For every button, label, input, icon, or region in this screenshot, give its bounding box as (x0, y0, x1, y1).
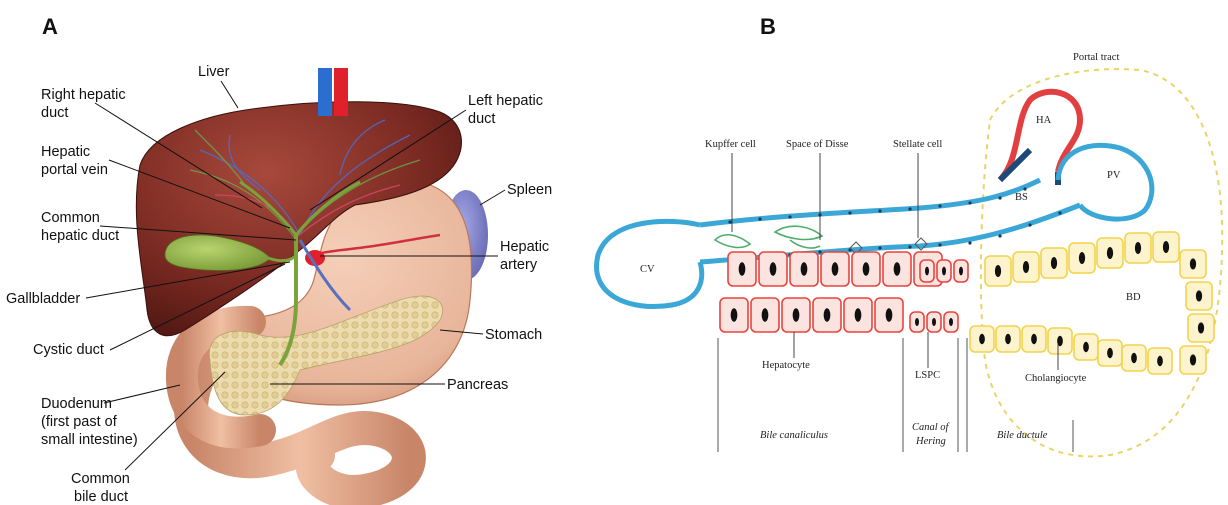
cholangiocyte-nucleus (1023, 261, 1029, 273)
label-common-bile-duct: Common (71, 471, 130, 487)
label-pancreas: Pancreas (447, 377, 508, 393)
label-portal-tract: Portal tract (1073, 52, 1119, 63)
hepatocyte-nucleus (793, 308, 800, 322)
cholangiocyte-nucleus (1131, 353, 1137, 363)
label-hepatic-portal-vein: Hepatic (41, 144, 90, 160)
lspc-cell-nucleus (959, 267, 963, 276)
label-cv: CV (640, 264, 655, 275)
hepatocyte-nucleus (739, 262, 746, 276)
label-spleen: Spleen (507, 182, 552, 198)
leader-liver (221, 81, 238, 108)
label-lspc: LSPC (915, 370, 940, 381)
label-bile-ductule: Bile ductule (997, 430, 1048, 441)
hepatic-artery-join (1000, 150, 1058, 185)
cholangiocyte-nucleus (979, 334, 985, 344)
hepatocyte-nucleus (762, 308, 769, 322)
hepatocyte-nucleus (863, 262, 870, 276)
label-hepatic-portal-vein-2: portal vein (41, 162, 108, 178)
label-cystic-duct: Cystic duct (33, 342, 104, 358)
cholangiocyte-nucleus (1196, 290, 1202, 301)
label-right-hepatic-duct-2: duct (41, 105, 68, 121)
cholangiocyte-nucleus (1079, 252, 1085, 264)
hepatocyte-nucleus (855, 308, 862, 322)
label-stomach: Stomach (485, 327, 542, 343)
label-common-hepatic-duct: Common (41, 210, 100, 226)
cholangiocyte-nucleus (1031, 334, 1037, 344)
label-cholangiocyte: Cholangiocyte (1025, 373, 1087, 384)
label-stellate-cell: Stellate cell (893, 139, 942, 150)
cholangiocyte-nucleus (1135, 242, 1141, 254)
cholangiocyte-nucleus (1083, 342, 1089, 352)
lspc-cell-nucleus (942, 267, 946, 276)
label-bd: BD (1126, 292, 1141, 303)
label-duodenum: Duodenum (41, 396, 112, 412)
hepatocyte-nucleus (894, 262, 901, 276)
label-kupffer-cell: Kupffer cell (705, 139, 756, 150)
cholangiocyte-nucleus (1005, 334, 1011, 344)
label-right-hepatic-duct: Right hepatic (41, 87, 126, 103)
lspc-cell-nucleus (949, 318, 953, 326)
label-duodenum-2: (first past of (41, 414, 118, 430)
panel-b: B Portal tract CV HA PV BS (597, 14, 1223, 456)
kupffer-cells (715, 226, 822, 248)
cholangiocyte-nucleus (1157, 356, 1163, 366)
cholangiocyte-nucleus (1107, 348, 1113, 358)
label-canal-of-hering: Canal of (912, 422, 951, 433)
leader-spleen (480, 190, 505, 205)
panel-a-letter: A (42, 14, 58, 39)
label-left-hepatic-duct: Left hepatic (468, 93, 543, 109)
hepatocyte-nucleus (886, 308, 893, 322)
hepatocyte-nucleus (824, 308, 831, 322)
endothelial-nuclei (728, 187, 1061, 261)
label-hepatic-artery: Hepatic (500, 239, 549, 255)
hepatocyte-nucleus (731, 308, 738, 322)
cholangiocyte-nucleus (1190, 354, 1196, 365)
label-common-bile-duct-2: bile duct (74, 489, 128, 505)
label-ha: HA (1036, 115, 1052, 126)
label-bs: BS (1015, 192, 1028, 203)
lspc-cell-nucleus (915, 318, 919, 326)
hepatocyte-nucleus (801, 262, 808, 276)
label-common-hepatic-duct-2: hepatic duct (41, 228, 119, 244)
cholangiocyte-nucleus (1190, 258, 1196, 269)
hepatocyte-nucleus (832, 262, 839, 276)
label-hepatocyte: Hepatocyte (762, 360, 810, 371)
label-space-of-disse: Space of Disse (786, 139, 849, 150)
lspc-cell-nucleus (925, 267, 929, 276)
label-hepatic-artery-2: artery (500, 257, 538, 273)
hepatocyte-nucleus (770, 262, 777, 276)
cholangiocyte-nucleus (1051, 257, 1057, 269)
label-canal-of-hering-2: Hering (915, 436, 946, 447)
cholangiocyte-nucleus (1107, 247, 1113, 259)
label-gallbladder: Gallbladder (6, 291, 80, 307)
panel-a: A (6, 14, 552, 505)
label-liver: Liver (198, 64, 230, 80)
cholangiocyte-nucleus (995, 265, 1001, 277)
cholangiocyte-nucleus (1163, 241, 1169, 253)
cholangiocyte-cells (970, 232, 1214, 374)
label-bile-canaliculus: Bile canaliculus (760, 430, 828, 441)
panel-b-letter: B (760, 14, 776, 39)
lspc-cell-nucleus (932, 318, 936, 326)
cholangiocyte-nucleus (1198, 322, 1204, 333)
label-left-hepatic-duct-2: duct (468, 111, 495, 127)
label-pv: PV (1107, 170, 1121, 181)
hepatocyte-cells (720, 252, 968, 332)
label-duodenum-3: small intestine) (41, 432, 138, 448)
